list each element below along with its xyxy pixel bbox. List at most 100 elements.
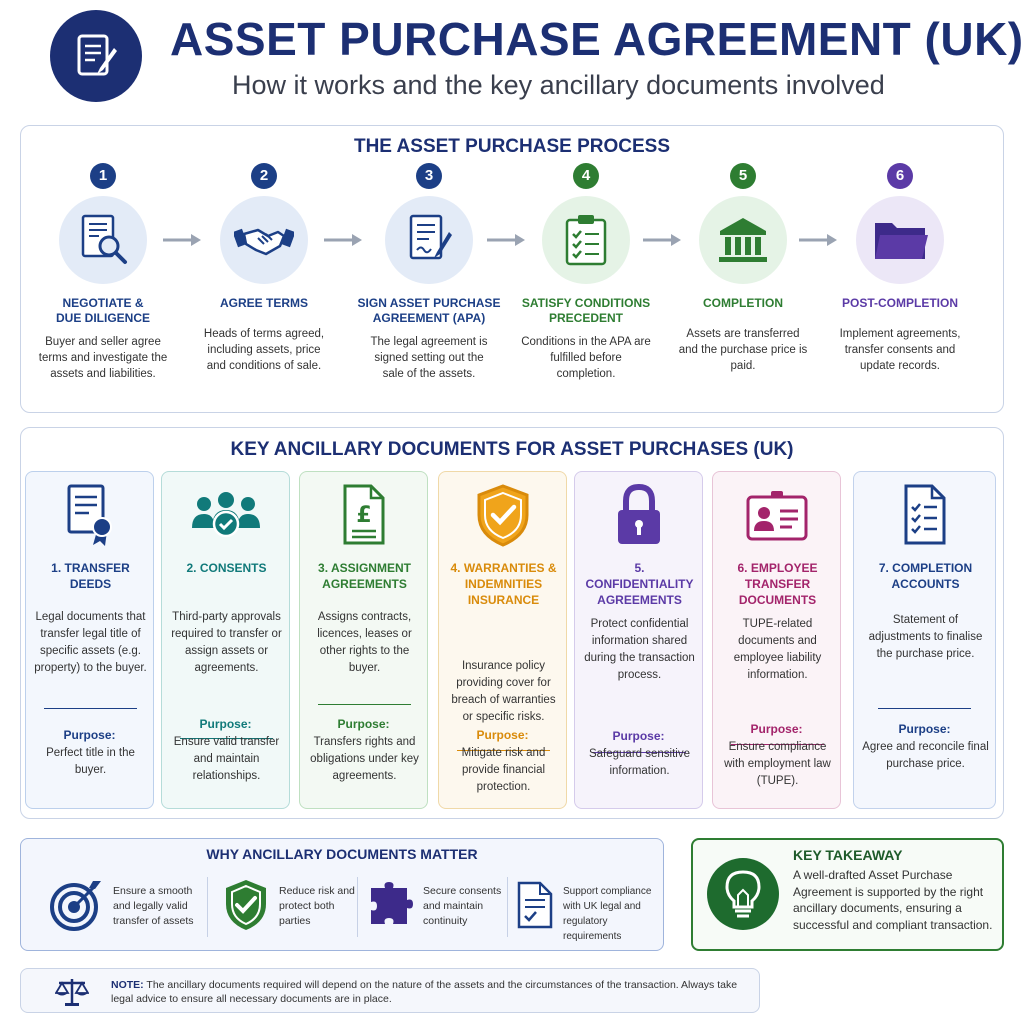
document-card: 5. CONFIDENTIALITY AGREEMENTS Protect co… <box>574 471 703 809</box>
document-card: 7. COMPLETION ACCOUNTS Statement of adju… <box>853 471 996 809</box>
purpose-label: Purpose: <box>63 728 116 742</box>
document-card: 2. CONSENTS Third-party approvals requir… <box>161 471 290 809</box>
step-description: Heads of terms agreed, including assets,… <box>203 328 325 372</box>
purpose-text: Ensure compliance with employment law (T… <box>724 741 831 787</box>
document-search-icon <box>81 214 127 264</box>
documents-panel: KEY ANCILLARY DOCUMENTS FOR ASSET PURCHA… <box>20 427 1004 819</box>
document-title: 7. COMPLETION ACCOUNTS <box>878 561 973 591</box>
documents-title: KEY ANCILLARY DOCUMENTS FOR ASSET PURCHA… <box>230 439 794 460</box>
purpose-text: Ensure valid transfer and maintain relat… <box>173 736 280 782</box>
step-description: The legal agreement is signed setting ou… <box>370 336 488 380</box>
document-card: 6. EMPLOYEE TRANSFER DOCUMENTS TUPE-rela… <box>712 471 841 809</box>
why-title: WHY ANCILLARY DOCUMENTS MATTER <box>206 846 478 862</box>
takeaway-panel: KEY TAKEAWAY A well-drafted Asset Purcha… <box>691 838 1004 951</box>
document-description: Legal documents that transfer legal titl… <box>34 611 147 674</box>
note-text: NOTE: The ancillary documents required w… <box>111 978 751 1006</box>
purpose-label: Purpose: <box>199 717 252 731</box>
takeaway-text: A well-drafted Asset Purchase Agreement … <box>793 868 993 932</box>
document-description: Statement of adjustments to finalise the… <box>868 614 983 660</box>
folder-icon <box>875 223 928 259</box>
page-title: ASSET PURCHASE AGREEMENT (UK) <box>170 13 1024 65</box>
handshake-icon <box>234 228 294 256</box>
arrow-right-icon <box>163 234 201 246</box>
step-number: 3 <box>416 163 442 189</box>
document-title: 2. CONSENTS <box>186 561 267 575</box>
step-title: COMPLETION <box>703 296 783 310</box>
why-item: Ensure a smooth and legally valid transf… <box>49 874 209 940</box>
takeaway-title: KEY TAKEAWAY <box>793 847 903 863</box>
step-number: 1 <box>90 163 116 189</box>
why-text: Ensure a smooth and legally valid transf… <box>113 885 194 927</box>
arrow-right-icon <box>487 234 525 246</box>
document-title: 4. WARRANTIES & INDEMNITIES INSURANCE <box>450 561 557 607</box>
why-text: Reduce risk and protect both parties <box>279 885 355 927</box>
step-description: Buyer and seller agree terms and investi… <box>38 336 168 380</box>
purpose-label: Purpose: <box>337 717 390 731</box>
bank-icon <box>719 218 767 262</box>
purpose-label: Purpose: <box>750 722 803 736</box>
document-card: 4. WARRANTIES & INDEMNITIES INSURANCE In… <box>438 471 567 809</box>
why-panel: WHY ANCILLARY DOCUMENTS MATTER Ensure a … <box>20 838 664 951</box>
id-badge-icon <box>746 491 807 541</box>
purpose-label: Purpose: <box>898 722 951 736</box>
step-title: SATISFY CONDITIONS PRECEDENT <box>521 296 651 325</box>
step-title: POST-COMPLETION <box>841 296 958 310</box>
document-title: 6. EMPLOYEE TRANSFER DOCUMENTS <box>737 561 818 607</box>
why-item: Support compliance with UK legal and reg… <box>515 874 665 942</box>
document-title: 3. ASSIGNMENT AGREEMENTS <box>318 561 411 591</box>
shield-check-icon <box>477 484 528 547</box>
document-title: 1. TRANSFER DEEDS <box>51 561 130 591</box>
scales-icon <box>55 979 89 1006</box>
document-description: Protect confidential information shared … <box>584 618 695 681</box>
note-body: The ancillary documents required will de… <box>111 979 738 1005</box>
arrow-right-icon <box>799 234 837 246</box>
why-item: Reduce risk and protect both parties <box>219 874 359 940</box>
why-item: Secure consents and maintain continuity <box>365 874 505 940</box>
document-description: Third-party approvals required to transf… <box>171 611 282 674</box>
document-description: TUPE-related documents and employee liab… <box>733 618 822 681</box>
pound-document-icon: £ <box>343 484 384 545</box>
lightbulb-icon <box>725 870 761 918</box>
process-title: THE ASSET PURCHASE PROCESS <box>353 136 670 157</box>
document-card: £ 3. ASSIGNMENT AGREEMENTS Assigns contr… <box>299 471 428 809</box>
puzzle-icon <box>371 882 413 924</box>
step-description: Implement agreements, transfer consents … <box>839 328 961 372</box>
step-title: NEGOTIATE & DUE DILIGENCE <box>55 296 150 325</box>
group-check-icon <box>191 492 260 538</box>
step-description: Conditions in the APA are fulfilled befo… <box>521 336 651 380</box>
svg-text:£: £ <box>356 503 371 528</box>
sign-document-icon <box>409 214 452 260</box>
compliance-document-icon <box>517 881 553 929</box>
purpose-text: Agree and reconcile final purchase price… <box>862 741 989 770</box>
note-label: NOTE: <box>111 979 144 991</box>
page-subtitle: How it works and the key ancillary docum… <box>232 70 885 100</box>
arrow-right-icon <box>324 234 362 246</box>
why-text: Support compliance with UK legal and reg… <box>563 886 652 942</box>
document-pen-icon <box>77 34 117 76</box>
document-description: Insurance policy providing cover for bre… <box>451 660 556 723</box>
step-title: SIGN ASSET PURCHASE AGREEMENT (APA) <box>357 296 501 325</box>
step-description: Assets are transferred and the purchase … <box>678 328 808 372</box>
step-title: AGREE TERMS <box>219 296 308 310</box>
purpose-label: Purpose: <box>612 729 665 743</box>
step-number: 4 <box>573 163 599 189</box>
header-logo <box>50 10 142 102</box>
arrow-right-icon <box>643 234 681 246</box>
deed-certificate-icon <box>67 484 112 546</box>
padlock-icon <box>617 483 660 544</box>
purpose-text: Transfers rights and obligations under k… <box>310 736 419 782</box>
checklist-icon <box>565 215 607 266</box>
document-description: Assigns contracts, licences, leases or o… <box>317 611 412 674</box>
target-icon <box>50 881 101 931</box>
purpose-text: Perfect title in the buyer. <box>46 747 135 776</box>
why-text: Secure consents and maintain continuity <box>423 885 502 927</box>
purpose-text: Safeguard sensitive information. <box>588 748 690 777</box>
purpose-text: Mitigate risk and provide financial prot… <box>461 747 546 793</box>
purpose-label: Purpose: <box>476 728 529 742</box>
step-number: 5 <box>730 163 756 189</box>
checklist-document-icon <box>904 484 945 545</box>
note-panel: NOTE: The ancillary documents required w… <box>20 968 760 1013</box>
process-panel: THE ASSET PURCHASE PROCESS 1 NEGOTIATE &… <box>20 125 1004 413</box>
document-card: 1. TRANSFER DEEDS Legal documents that t… <box>25 471 154 809</box>
document-title: 5. CONFIDENTIALITY AGREEMENTS <box>585 561 694 607</box>
